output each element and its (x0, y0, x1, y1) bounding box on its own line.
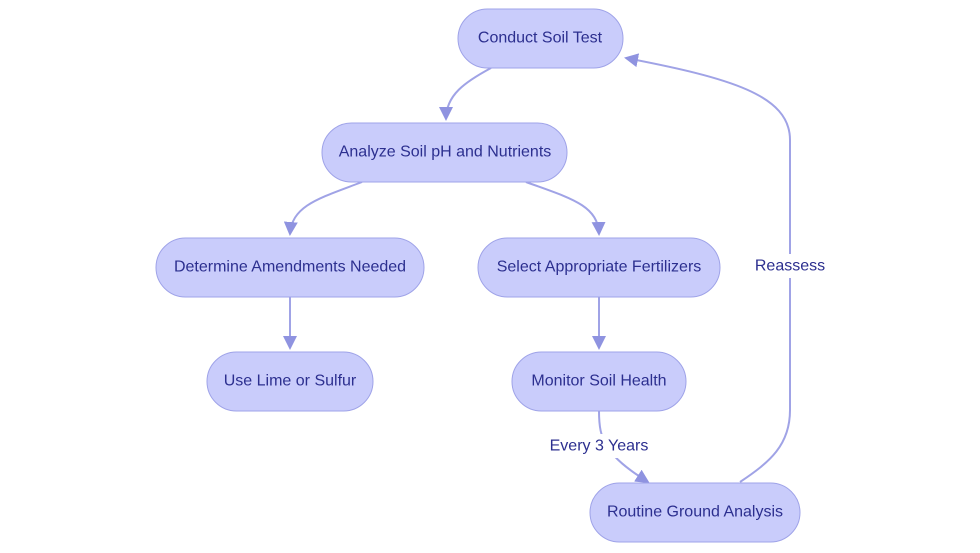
edge-analyze-to-determine (283, 181, 363, 236)
node-use-lime-or-sulfur-label: Use Lime or Sulfur (224, 373, 357, 390)
node-conduct-soil-test: Conduct Soil Test (457, 8, 624, 69)
node-determine-amendments-label: Determine Amendments Needed (174, 259, 406, 276)
node-analyze-soil-label: Analyze Soil pH and Nutrients (339, 144, 552, 161)
edge-label-reassess-text: Reassess (755, 258, 825, 275)
node-select-fertilizers-label: Select Appropriate Fertilizers (497, 259, 702, 276)
edge-label-every-3-years-text: Every 3 Years (550, 438, 649, 455)
edge-label-every-3-years: Every 3 Years (550, 434, 649, 458)
node-select-fertilizers: Select Appropriate Fertilizers (477, 237, 721, 298)
node-monitor-soil-health-label: Monitor Soil Health (531, 373, 666, 390)
edge-routine-to-conduct (624, 53, 791, 483)
edge-analyze-to-select (525, 181, 606, 236)
node-monitor-soil-health: Monitor Soil Health (511, 351, 687, 412)
node-conduct-soil-test-label: Conduct Soil Test (478, 30, 603, 47)
node-routine-ground-analysis-label: Routine Ground Analysis (607, 504, 783, 521)
edge-conduct-to-analyze (439, 67, 492, 121)
edge-label-reassess: Reassess (754, 254, 826, 278)
node-determine-amendments: Determine Amendments Needed (155, 237, 425, 298)
node-analyze-soil: Analyze Soil pH and Nutrients (321, 122, 568, 183)
node-routine-ground-analysis: Routine Ground Analysis (589, 482, 801, 543)
node-use-lime-or-sulfur: Use Lime or Sulfur (206, 351, 374, 412)
